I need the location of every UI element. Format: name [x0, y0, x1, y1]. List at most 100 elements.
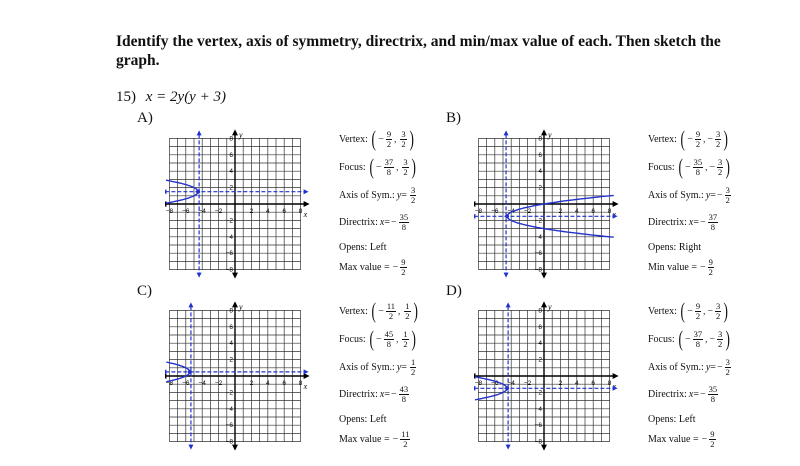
- denominator: 2: [403, 338, 408, 349]
- extreme-value-label: Min value =: [648, 262, 697, 273]
- choice-c-letter: C): [137, 283, 152, 299]
- directrix-arrow-icon: [505, 444, 511, 450]
- axis-arrow-icon: [165, 369, 167, 375]
- sign: −: [707, 305, 713, 317]
- open-paren: (: [680, 126, 685, 151]
- x-tick-label: 4: [266, 208, 270, 215]
- y-axis-arrow-icon: [541, 444, 547, 451]
- y-variable: y: [705, 362, 711, 373]
- numerator: 3: [724, 185, 731, 196]
- y-tick-label: −4: [535, 234, 543, 241]
- y-axis-arrow-icon: [232, 301, 238, 308]
- axis-arrow-icon: [303, 189, 309, 195]
- x-variable: x: [379, 389, 385, 400]
- x-axis-arrow-icon: [612, 201, 619, 207]
- sign: −: [390, 217, 397, 228]
- numerator: 9: [707, 257, 714, 268]
- comma: ,: [705, 333, 708, 344]
- sign: −: [716, 362, 723, 373]
- numerator: 37: [707, 212, 719, 223]
- y-tick-label: 8: [538, 307, 542, 314]
- x-tick-label: 8: [608, 208, 612, 215]
- numerator: 9: [385, 128, 393, 140]
- directrix-arrow-icon: [188, 302, 194, 308]
- y-axis-arrow-icon: [232, 129, 238, 136]
- denominator: 8: [401, 222, 406, 232]
- x-tick-label: −4: [198, 380, 206, 387]
- numerator: 3: [715, 128, 722, 140]
- numerator: 37: [383, 156, 395, 168]
- x-tick-label: 2: [250, 380, 254, 387]
- equals: =: [401, 190, 407, 201]
- denominator: 8: [710, 394, 715, 404]
- opens-row: Opens: Right: [648, 242, 701, 253]
- x-tick-label: −4: [198, 208, 206, 215]
- sign: −: [709, 161, 716, 173]
- y-axis-arrow-icon: [232, 272, 238, 279]
- denominator: 2: [405, 310, 410, 321]
- instructions: Identify the vertex, axis of symmetry, d…: [116, 33, 721, 69]
- x-axis-label: x: [303, 382, 308, 391]
- comma: ,: [394, 133, 397, 144]
- denominator: 8: [695, 166, 701, 177]
- denominator: 2: [403, 166, 408, 177]
- denominator: 2: [695, 310, 701, 321]
- close-paren: ): [723, 126, 729, 151]
- sign: −: [699, 389, 706, 400]
- y-tick-label: 8: [538, 135, 542, 142]
- extreme-value-label: Max value =: [648, 434, 699, 445]
- x-tick-label: 8: [608, 380, 612, 387]
- y-tick-label: 2: [229, 357, 233, 364]
- sign: −: [685, 333, 691, 345]
- directrix-arrow-icon: [503, 130, 509, 136]
- numerator: 1: [404, 300, 411, 312]
- y-axis-label: y: [238, 302, 243, 311]
- focus-label: Focus:: [339, 161, 366, 173]
- vertex-label: Vertex:: [648, 305, 677, 317]
- x-tick-label: −8: [166, 380, 174, 387]
- x-tick-label: −2: [215, 208, 223, 215]
- numerator: 37: [692, 328, 704, 340]
- y-tick-label: 8: [229, 135, 233, 142]
- x-axis-arrow-icon: [303, 373, 310, 379]
- axis-arrow-icon: [612, 213, 618, 219]
- x-tick-label: −6: [491, 208, 499, 215]
- problem-equation: x = 2y(y + 3): [145, 89, 226, 105]
- sign: −: [699, 262, 706, 273]
- sign: −: [376, 333, 382, 345]
- close-paren: ): [413, 298, 418, 323]
- opens-text: Opens: Left: [648, 414, 696, 425]
- close-paren: ): [411, 154, 416, 179]
- extreme-value-label: Max value =: [339, 434, 390, 445]
- sign: −: [378, 133, 384, 145]
- x-tick-label: −6: [491, 380, 499, 387]
- directrix-label: Directrix:: [648, 217, 687, 228]
- numerator: 35: [398, 212, 410, 223]
- y-axis-arrow-icon: [541, 301, 547, 308]
- y-variable: y: [396, 190, 402, 201]
- numerator: 43: [398, 384, 410, 395]
